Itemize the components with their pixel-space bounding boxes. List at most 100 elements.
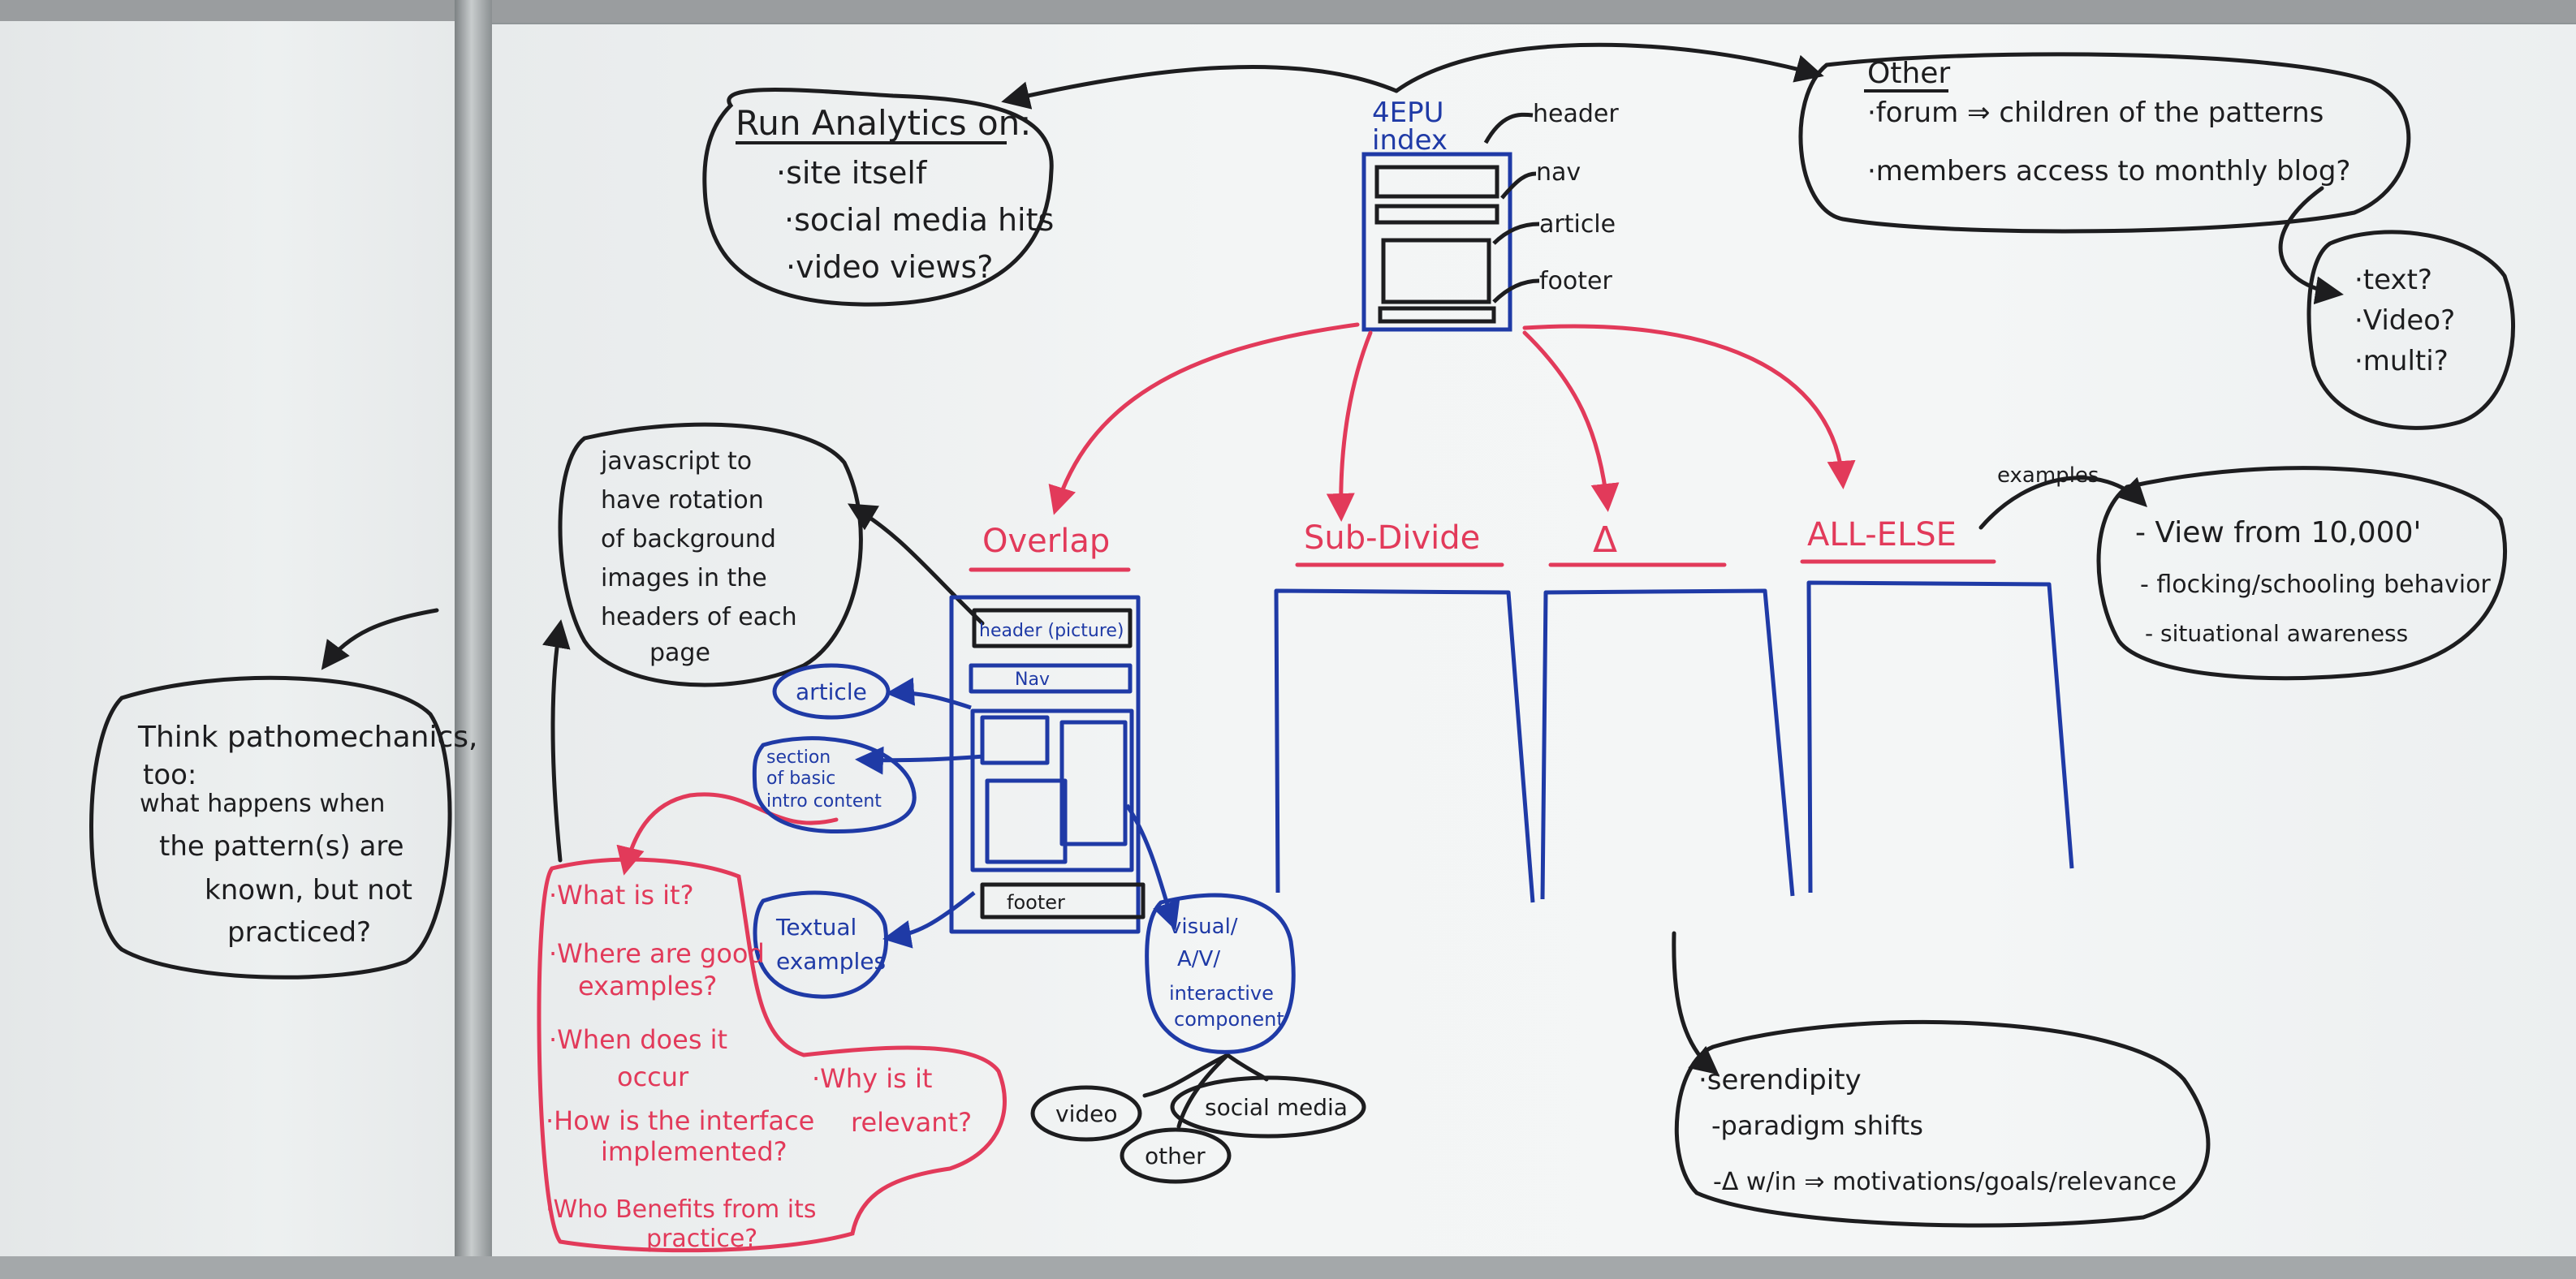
video-bubble bbox=[1030, 1085, 1142, 1142]
question-line: examples? bbox=[578, 971, 717, 1001]
overlap-footer bbox=[980, 882, 1146, 919]
other-title: Other bbox=[1867, 57, 1950, 90]
arrow-to-article bbox=[886, 677, 972, 710]
arrow-header-to-javascript bbox=[847, 503, 985, 626]
overlap-footer-label: footer bbox=[1007, 891, 1065, 914]
other-line: ·forum ⇒ children of the patterns bbox=[1867, 97, 2324, 129]
marker-tray bbox=[0, 1256, 2576, 1279]
media-label-other: other bbox=[1145, 1143, 1206, 1169]
category-subdivide: Sub-Divide bbox=[1304, 519, 1480, 557]
javascript-note: of background bbox=[601, 525, 776, 553]
javascript-note: images in the bbox=[601, 564, 767, 592]
overlap-nav bbox=[969, 663, 1133, 694]
whiteboard-left-panel bbox=[0, 21, 456, 1271]
index-label-pointers bbox=[1483, 112, 1540, 304]
index-label-header: header bbox=[1533, 100, 1619, 128]
media-option: ·Video? bbox=[2354, 304, 2455, 337]
question-line: ·When does it bbox=[549, 1024, 727, 1055]
question-line: occur bbox=[617, 1062, 689, 1092]
whiteboard-top-frame bbox=[0, 0, 2576, 23]
think-note: what happens when bbox=[140, 790, 385, 818]
social-media-bubble bbox=[1170, 1075, 1366, 1139]
index-header-block bbox=[1374, 165, 1499, 199]
serendipity-line: -paradigm shifts bbox=[1711, 1110, 1923, 1141]
media-option: ·text? bbox=[2354, 264, 2432, 296]
textual-note: Textual bbox=[775, 914, 857, 941]
section-note: of basic bbox=[766, 769, 835, 789]
visual-bubble bbox=[1145, 893, 1296, 1054]
analytics-item: ·social media hits bbox=[784, 202, 1054, 238]
index-title: 4EPU bbox=[1372, 97, 1444, 129]
index-wireframe bbox=[1361, 152, 1512, 332]
index-article-block bbox=[1381, 238, 1491, 304]
javascript-note: page bbox=[649, 639, 710, 667]
arrow-to-think bbox=[321, 608, 439, 670]
arrow-to-overlap bbox=[1048, 322, 1360, 515]
index-label-nav: nav bbox=[1536, 158, 1581, 187]
other-media-bubble bbox=[1120, 1127, 1232, 1184]
overlap-content-b bbox=[1059, 720, 1128, 846]
serendipity-bubble bbox=[1674, 1019, 2211, 1228]
why-line: relevant? bbox=[851, 1107, 972, 1138]
examples-label: examples bbox=[1997, 463, 2099, 488]
arrow-to-textual bbox=[882, 891, 976, 949]
analytics-item: ·site itself bbox=[776, 155, 928, 191]
visual-note: A/V/ bbox=[1177, 947, 1220, 971]
section-note: intro content bbox=[766, 791, 882, 812]
article-note: article bbox=[796, 678, 867, 705]
example-item: - View from 10,000' bbox=[2135, 516, 2421, 549]
examples-arrow bbox=[1978, 476, 2147, 530]
media-branch-lines bbox=[1142, 1053, 1269, 1129]
example-item: - situational awareness bbox=[2145, 620, 2408, 647]
questions-bubble bbox=[537, 857, 1007, 1253]
example-item: - flocking/schooling behavior bbox=[2140, 571, 2491, 599]
overlap-content-c bbox=[985, 778, 1068, 864]
textual-bubble bbox=[753, 890, 888, 999]
other-bubble bbox=[1798, 52, 2411, 234]
media-options-bubble bbox=[2306, 230, 2515, 430]
think-bubble bbox=[89, 675, 452, 980]
section-note: section bbox=[766, 747, 831, 768]
media-option: ·multi? bbox=[2354, 345, 2449, 377]
question-line: ·Where are good bbox=[549, 938, 765, 969]
arrow-to-visual bbox=[1124, 803, 1180, 931]
whiteboard-divider-rail bbox=[455, 0, 492, 1279]
arrow-to-analytics bbox=[1001, 65, 1399, 110]
index-label-article: article bbox=[1539, 210, 1616, 239]
question-line: ·How is the interface bbox=[546, 1105, 814, 1136]
think-note: too: bbox=[143, 759, 196, 791]
javascript-note: javascript to bbox=[600, 447, 752, 476]
serendipity-line: -Δ w/in ⇒ motivations/goals/relevance bbox=[1713, 1168, 2177, 1196]
examples-bubble bbox=[2096, 466, 2507, 681]
arrow-section-to-questions bbox=[616, 792, 839, 876]
category-all-else: ALL-ELSE bbox=[1807, 516, 1957, 553]
other-line: ·members access to monthly blog? bbox=[1867, 155, 2350, 187]
overlap-page-outline bbox=[949, 595, 1141, 934]
arrow-to-all-else bbox=[1522, 324, 1856, 489]
overlap-header bbox=[972, 608, 1133, 648]
analytics-item: ·video views? bbox=[786, 249, 993, 285]
question-line: implemented? bbox=[601, 1136, 787, 1167]
category-delta: Δ bbox=[1593, 519, 1617, 561]
index-nav-block bbox=[1374, 204, 1499, 225]
all-else-box bbox=[1806, 580, 2074, 894]
javascript-note: have rotation bbox=[601, 486, 764, 515]
overlap-content bbox=[970, 708, 1134, 872]
index-footer-block bbox=[1378, 306, 1496, 324]
javascript-note: headers of each bbox=[601, 603, 797, 631]
serendipity-line: ·serendipity bbox=[1698, 1064, 1862, 1096]
visual-note: interactive bbox=[1169, 982, 1274, 1005]
think-note: the pattern(s) are bbox=[159, 830, 404, 863]
index-label-footer: footer bbox=[1539, 267, 1612, 295]
analytics-bubble bbox=[702, 88, 1054, 307]
arrow-to-delta bbox=[1522, 330, 1620, 512]
subdivide-box bbox=[1274, 588, 1535, 903]
overlap-content-a bbox=[980, 715, 1050, 765]
left-edge-arrow bbox=[542, 619, 571, 863]
arrow-to-serendipity bbox=[1672, 931, 1719, 1075]
why-line: ·Why is it bbox=[812, 1063, 932, 1094]
question-line: ·What is it? bbox=[549, 880, 694, 911]
media-label-social: social media bbox=[1205, 1094, 1348, 1121]
category-overlap: Overlap bbox=[982, 523, 1110, 560]
